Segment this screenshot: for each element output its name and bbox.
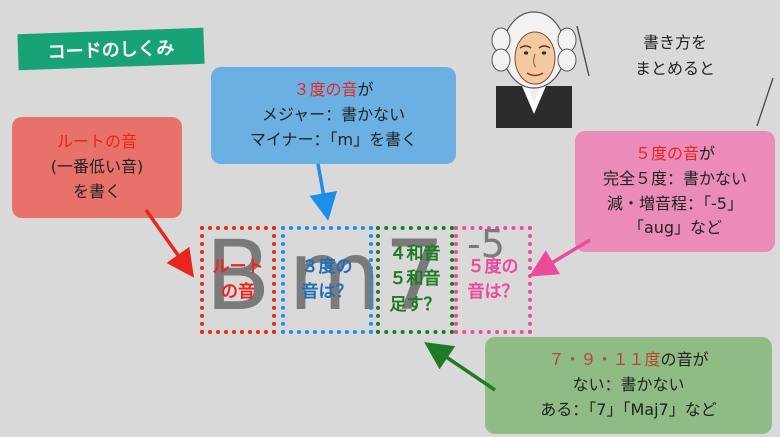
fifth-dotted-line-2: 音は？ bbox=[467, 282, 519, 302]
root-dotted-label: ルート の音 bbox=[200, 226, 276, 334]
root-box-line-2: を書く bbox=[72, 181, 121, 201]
tension-box: ７・９・１１度の音が ない：書かない ある：「7」「Maj7」など bbox=[485, 337, 772, 434]
third-box-heading-suffix: が bbox=[357, 80, 374, 100]
third-arrow bbox=[309, 163, 338, 221]
third-box-line-2: マイナー：「m」を書く bbox=[249, 129, 418, 149]
fifth-box-heading-suffix: が bbox=[699, 143, 716, 163]
tension-arrow bbox=[424, 342, 496, 392]
fifth-box-line-3: 「aug」など bbox=[627, 218, 723, 238]
root-dotted-line-1: ルート bbox=[212, 256, 264, 277]
fifth-dotted-line-1: ５度の bbox=[467, 256, 519, 277]
root-box-heading: ルートの音 bbox=[56, 132, 137, 152]
tension-dotted-line-3: 足す？ bbox=[389, 294, 441, 315]
third-dotted-line-1: ３度の bbox=[301, 256, 353, 277]
fifth-dotted-label: ５度の 音は？ bbox=[454, 226, 532, 334]
tension-dotted-label: ４和音 ５和音 足す？ bbox=[376, 226, 454, 334]
tension-box-heading: ７・９・１１度 bbox=[548, 350, 661, 370]
fifth-box-line-2: 減・増音程：「-5」 bbox=[607, 193, 743, 213]
tension-box-heading-suffix: の音が bbox=[660, 350, 709, 370]
fifth-interval-box: ５度の音が 完全５度：書かない 減・増音程：「-5」 「aug」など bbox=[575, 131, 775, 252]
root-note-box: ルートの音 (一番低い音) を書く bbox=[12, 117, 182, 218]
third-box-heading: ３度の音 bbox=[293, 80, 358, 100]
third-box-line-1: メジャー：書かない bbox=[261, 105, 406, 125]
chord-root-letter: B bbox=[205, 220, 271, 332]
speech-line-2: まとめると bbox=[634, 58, 715, 78]
speech-line-1: 書き方を bbox=[642, 33, 707, 52]
composer-portrait-illustration bbox=[491, 11, 577, 128]
chord-third-letter: m bbox=[288, 220, 382, 332]
tension-dotted-line-1: ４和音 bbox=[389, 243, 441, 264]
speech-text: 書き方を まとめると bbox=[625, 30, 725, 81]
tension-box-line-1: ない：書かない bbox=[572, 375, 685, 395]
fifth-box-line-1: 完全５度：書かない bbox=[602, 168, 747, 188]
root-arrow bbox=[144, 208, 195, 278]
fifth-arrow bbox=[528, 238, 591, 277]
tension-box-line-2: ある：「7」「Maj7」など bbox=[540, 399, 717, 419]
root-box-line-1: (一番低い音) bbox=[50, 157, 144, 177]
tension-dotted-line-2: ５和音 bbox=[389, 269, 441, 290]
chord-seventh-number: 7 bbox=[384, 220, 446, 332]
speech-lines bbox=[576, 25, 774, 127]
fifth-box-heading: ５度の音 bbox=[634, 143, 699, 163]
third-dotted-line-2: 音は？ bbox=[301, 282, 353, 302]
third-interval-box: ３度の音が メジャー：書かない マイナー：「m」を書く bbox=[211, 67, 456, 164]
root-dotted-line-2: の音 bbox=[221, 282, 255, 302]
third-dotted-label: ３度の 音は？ bbox=[281, 226, 373, 334]
